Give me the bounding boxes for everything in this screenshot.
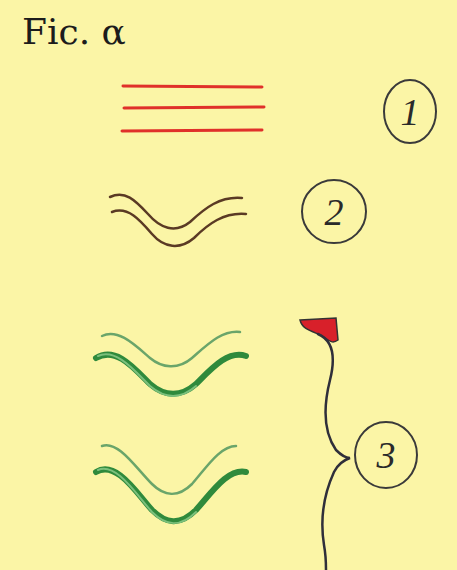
circle-outline [302,180,366,243]
green-curve-thick [96,355,246,394]
green-curve-shade [98,469,196,524]
brown-curve [112,211,246,246]
callout-number: 1 [401,93,420,131]
circle-outline [384,80,436,143]
brown-curve [110,195,242,229]
circle-outline [355,422,417,488]
number-circle: 1 [382,78,438,145]
curly-bracket [318,334,350,570]
callout-number: 3 [377,436,396,474]
brown-curves [110,195,246,246]
number-circle: 2 [300,178,368,245]
number-circle: 3 [353,420,419,490]
figure-title: Fic. α [22,12,126,52]
red-line [123,86,262,87]
bracket-tip [300,318,338,342]
red-lines [122,86,264,131]
green-curve-shade [98,354,196,395]
callout-number: 2 [325,193,344,231]
green-curves [96,332,246,523]
red-line [122,130,262,131]
red-line [124,107,264,108]
green-curve-thick [96,469,246,521]
